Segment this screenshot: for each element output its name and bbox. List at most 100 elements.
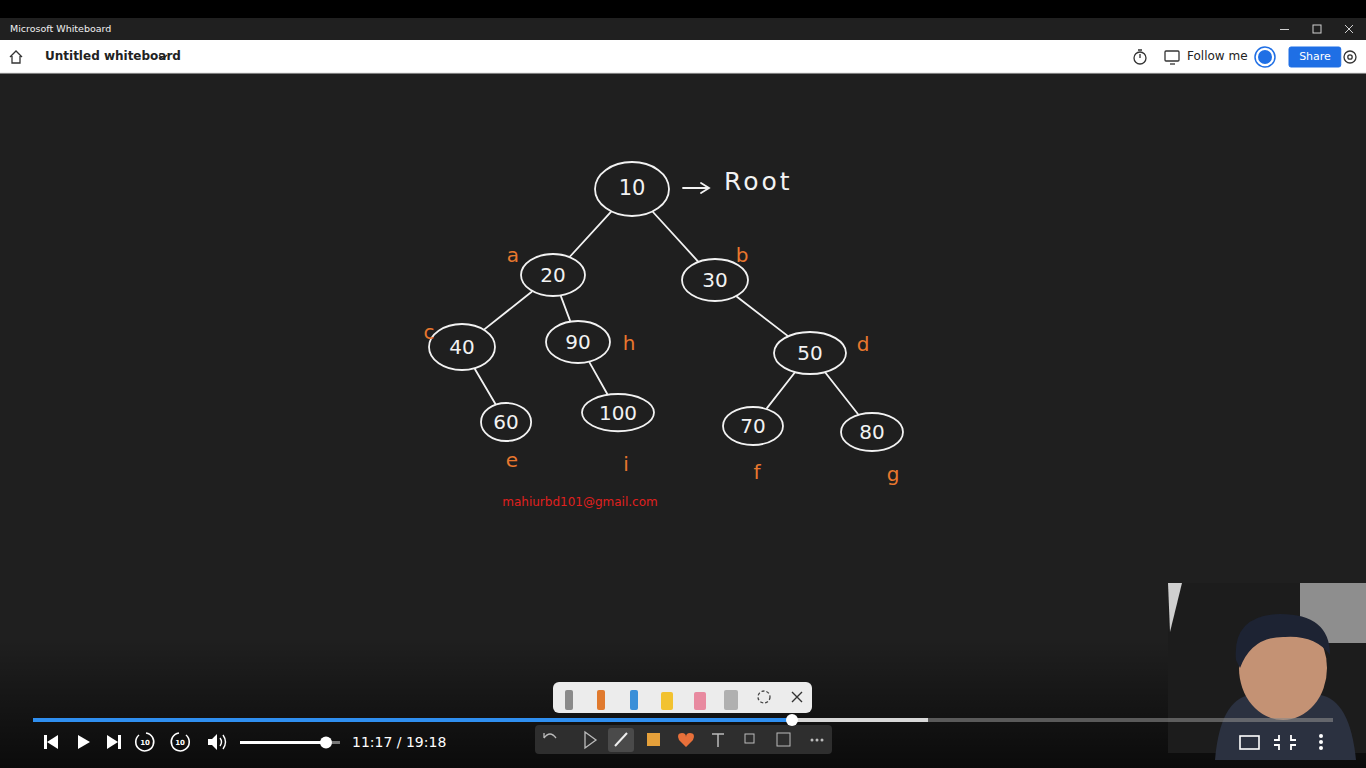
webcam-inset bbox=[1168, 583, 1366, 760]
node-letter: g bbox=[887, 463, 900, 486]
tree-node: 100 bbox=[581, 393, 655, 432]
webcam-light bbox=[1168, 583, 1182, 632]
reaction-icon bbox=[678, 733, 694, 747]
undo-icon bbox=[544, 733, 556, 738]
tree-edge bbox=[570, 212, 610, 256]
highlighter-yellow bbox=[661, 692, 673, 710]
node-value: 50 bbox=[797, 342, 822, 364]
tree-node: 20 bbox=[520, 253, 586, 297]
node-letter: f bbox=[753, 461, 760, 484]
dot bbox=[816, 739, 819, 742]
rewind-ring bbox=[136, 733, 154, 751]
next-icon bbox=[107, 735, 118, 749]
node-value: 90 bbox=[565, 331, 590, 353]
ellipse-outline bbox=[723, 407, 783, 445]
node-value: 20 bbox=[540, 264, 565, 286]
menu-icon bbox=[1319, 734, 1323, 750]
exit-fullscreen-icon bbox=[1274, 735, 1296, 750]
gear-hub bbox=[1348, 55, 1352, 59]
progress-knob bbox=[786, 714, 798, 726]
tree-node: 40 bbox=[428, 323, 496, 371]
player-controls bbox=[44, 735, 121, 749]
tree-node: 80 bbox=[840, 412, 904, 452]
pen-orange bbox=[597, 690, 605, 710]
home-icon bbox=[10, 51, 22, 63]
node-value: 100 bbox=[599, 402, 637, 424]
node-value: 70 bbox=[740, 415, 765, 437]
tree-node: 90 bbox=[545, 320, 611, 364]
node-value: 80 bbox=[859, 421, 884, 443]
tree-node: 10 bbox=[594, 161, 670, 217]
share-button: Share bbox=[1289, 47, 1341, 67]
tree-edge bbox=[590, 363, 608, 395]
ellipse-outline bbox=[582, 394, 654, 431]
node-text-holder: 20 bbox=[520, 253, 586, 297]
tree-edge bbox=[475, 369, 495, 404]
ellipse-outline bbox=[546, 321, 610, 363]
board-name: Untitled whiteboard bbox=[45, 50, 181, 64]
progress-track bbox=[33, 718, 1333, 722]
eraser-pink bbox=[694, 692, 706, 710]
button-fill bbox=[1289, 47, 1341, 67]
node-value: 30 bbox=[702, 269, 727, 291]
tree-node: 60 bbox=[480, 402, 532, 442]
dot bbox=[821, 739, 824, 742]
table-icon bbox=[777, 733, 790, 746]
root-label: Root bbox=[724, 168, 793, 197]
volume-knob bbox=[320, 737, 332, 749]
forward-ring bbox=[171, 733, 189, 751]
prev-icon bbox=[47, 735, 58, 749]
node-text-holder: 10 bbox=[594, 161, 670, 217]
node-text-holder: 100 bbox=[581, 393, 655, 432]
whiteboard-canvas bbox=[0, 74, 1366, 768]
window-controls bbox=[1280, 25, 1353, 33]
volume-waves bbox=[220, 735, 226, 749]
node-value: 60 bbox=[493, 411, 518, 433]
tree-edge bbox=[767, 373, 794, 408]
tree-node: 50 bbox=[773, 331, 847, 375]
note-icon bbox=[647, 733, 660, 746]
volume-icon bbox=[208, 734, 217, 750]
restore-icon bbox=[1313, 25, 1321, 33]
rewind-seconds: 10 bbox=[140, 739, 150, 747]
tree-edge bbox=[826, 373, 858, 414]
volume-level bbox=[240, 741, 326, 744]
node-text-holder: 50 bbox=[773, 331, 847, 375]
progress-played bbox=[33, 718, 792, 722]
dot bbox=[1319, 734, 1323, 738]
watermark: mahiurbd101@gmail.com bbox=[502, 496, 657, 510]
node-text-holder: 60 bbox=[480, 402, 532, 442]
node-letter: d bbox=[857, 333, 870, 356]
tree-edge bbox=[653, 212, 698, 261]
ellipse-outline bbox=[521, 254, 585, 296]
node-text-holder: 80 bbox=[840, 412, 904, 452]
pen-toolbar bbox=[553, 682, 812, 713]
timer-hand bbox=[1138, 50, 1142, 58]
node-value: 10 bbox=[619, 177, 646, 200]
node-letter: h bbox=[623, 332, 636, 355]
tree-edge bbox=[737, 297, 787, 336]
node-letter: i bbox=[623, 453, 629, 476]
theater-icon bbox=[1240, 736, 1259, 749]
node-text-holder: 90 bbox=[545, 320, 611, 364]
screen-outline bbox=[1165, 51, 1179, 61]
lasso-icon bbox=[758, 691, 770, 703]
follow-label: Follow me bbox=[1187, 50, 1248, 64]
video-shade bbox=[0, 640, 1366, 768]
dot bbox=[1319, 746, 1323, 750]
pen-blue bbox=[630, 690, 638, 710]
tool-bar-ground bbox=[535, 725, 832, 754]
ellipse-outline bbox=[774, 332, 846, 374]
ink-selected bbox=[608, 728, 634, 752]
close-tray-icon bbox=[792, 692, 802, 702]
avatar-dot bbox=[1258, 50, 1272, 64]
avatar-ring bbox=[1255, 47, 1275, 67]
follow-icon bbox=[1165, 51, 1179, 64]
minimize-icon bbox=[1280, 29, 1289, 30]
node-letter: e bbox=[506, 449, 518, 472]
window-title: Microsoft Whiteboard bbox=[10, 24, 111, 35]
ellipse-outline bbox=[595, 162, 669, 216]
